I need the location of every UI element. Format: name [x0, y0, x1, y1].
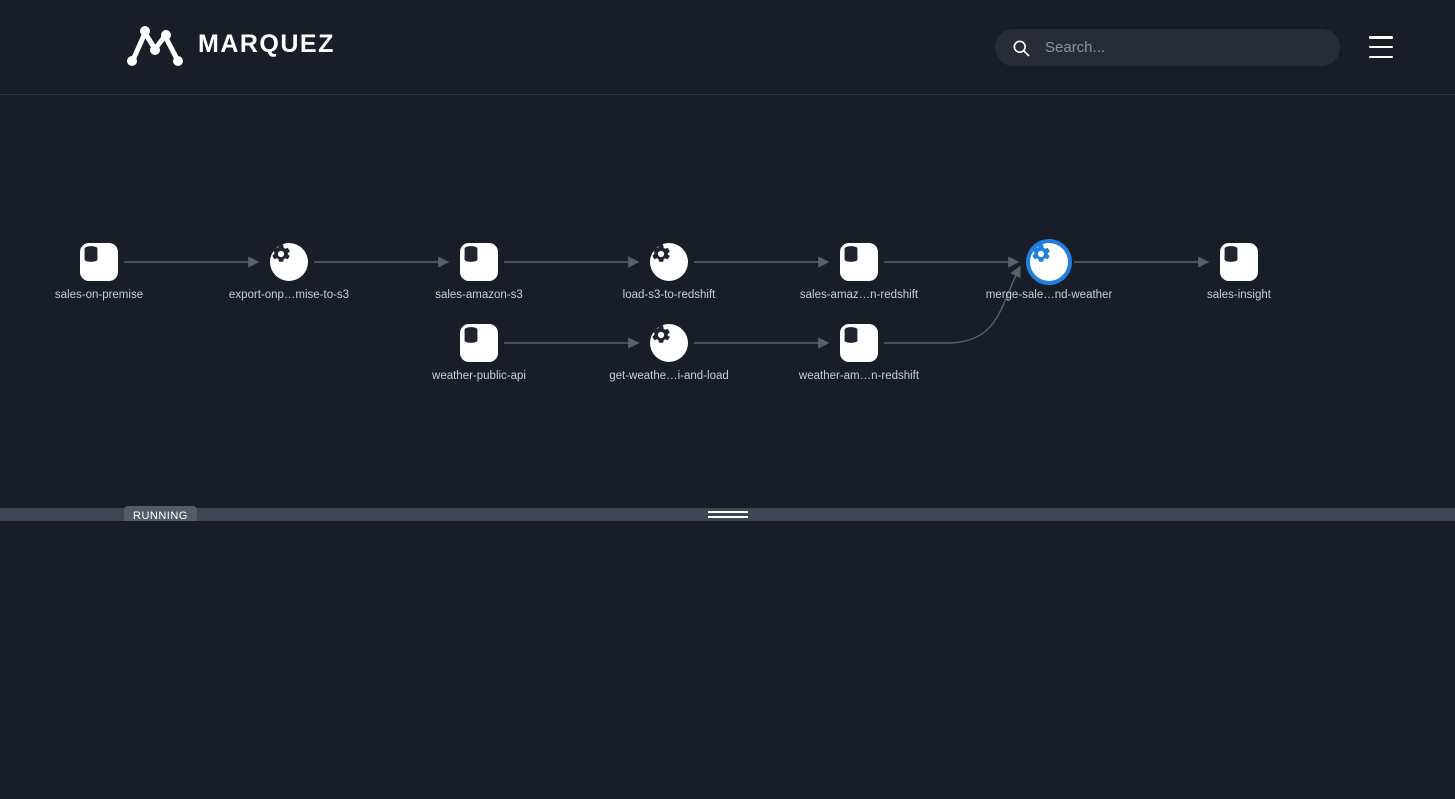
gear-icon — [272, 244, 290, 262]
node-label: get-weathe…i-and-load — [609, 370, 729, 382]
graph-node-export-onpremise-to-s3[interactable]: export-onp…mise-to-s3 — [229, 243, 349, 301]
node-shape-job[interactable] — [1030, 243, 1068, 281]
graph-node-merge-sales-and-weather[interactable]: merge-sale…nd-weather — [986, 243, 1112, 301]
database-icon — [84, 246, 98, 262]
app-header: MARQUEZ — [0, 0, 1455, 95]
node-label: sales-amaz…n-redshift — [799, 289, 919, 301]
graph-node-sales-amazon-s3[interactable]: sales-amazon-s3 — [419, 243, 539, 301]
panel-drag-handle[interactable] — [0, 508, 1455, 521]
search-input[interactable] — [1031, 39, 1340, 56]
graph-node-load-s3-to-redshift[interactable]: load-s3-to-redshift — [609, 243, 729, 301]
node-label: weather-public-api — [432, 370, 526, 382]
node-shape-dataset[interactable] — [460, 243, 498, 281]
database-icon — [464, 246, 478, 262]
graph-node-get-weather-api-and-load[interactable]: get-weathe…i-and-load — [609, 324, 729, 382]
gear-icon — [652, 325, 670, 343]
node-label: load-s3-to-redshift — [622, 289, 716, 301]
graph-node-sales-insight[interactable]: sales-insight — [1179, 243, 1299, 301]
node-shape-dataset[interactable] — [80, 243, 118, 281]
node-label: sales-insight — [1207, 289, 1271, 301]
drag-handle-icon — [707, 511, 748, 518]
node-label: weather-am…n-redshift — [798, 370, 920, 382]
hamburger-menu-icon[interactable] — [1369, 36, 1393, 58]
node-shape-job[interactable] — [650, 243, 688, 281]
graph-node-weather-amazon-redshift[interactable]: weather-am…n-redshift — [799, 324, 919, 382]
database-icon — [844, 246, 858, 262]
database-icon — [844, 327, 858, 343]
marquez-m-logo-icon — [127, 26, 183, 66]
node-label: sales-on-premise — [54, 289, 144, 301]
database-icon — [464, 327, 478, 343]
detail-panel: sales-insight-project / merge-sales-and-… — [0, 521, 1455, 799]
node-label: sales-amazon-s3 — [435, 289, 523, 301]
search-icon — [1013, 40, 1030, 56]
node-label: export-onp…mise-to-s3 — [228, 289, 350, 301]
graph-node-weather-public-api[interactable]: weather-public-api — [419, 324, 539, 382]
lineage-graph[interactable]: sales-on-premise export-onp…mise-to-s3 s… — [0, 95, 1455, 507]
node-shape-dataset[interactable] — [1220, 243, 1258, 281]
node-shape-job[interactable] — [650, 324, 688, 362]
node-label: merge-sale…nd-weather — [985, 289, 1113, 301]
search-bar[interactable] — [995, 29, 1340, 66]
graph-edges — [124, 256, 1210, 349]
graph-node-sales-amazon-redshift[interactable]: sales-amaz…n-redshift — [799, 243, 919, 301]
node-shape-dataset[interactable] — [840, 324, 878, 362]
brand[interactable]: MARQUEZ — [124, 21, 335, 67]
node-shape-job[interactable] — [270, 243, 308, 281]
graph-node-sales-on-premise[interactable]: sales-on-premise — [39, 243, 159, 301]
brand-name: MARQUEZ — [198, 29, 335, 58]
node-shape-dataset[interactable] — [840, 243, 878, 281]
node-shape-dataset[interactable] — [460, 324, 498, 362]
gear-icon — [1032, 244, 1050, 262]
gear-icon — [652, 244, 670, 262]
database-icon — [1224, 246, 1238, 262]
